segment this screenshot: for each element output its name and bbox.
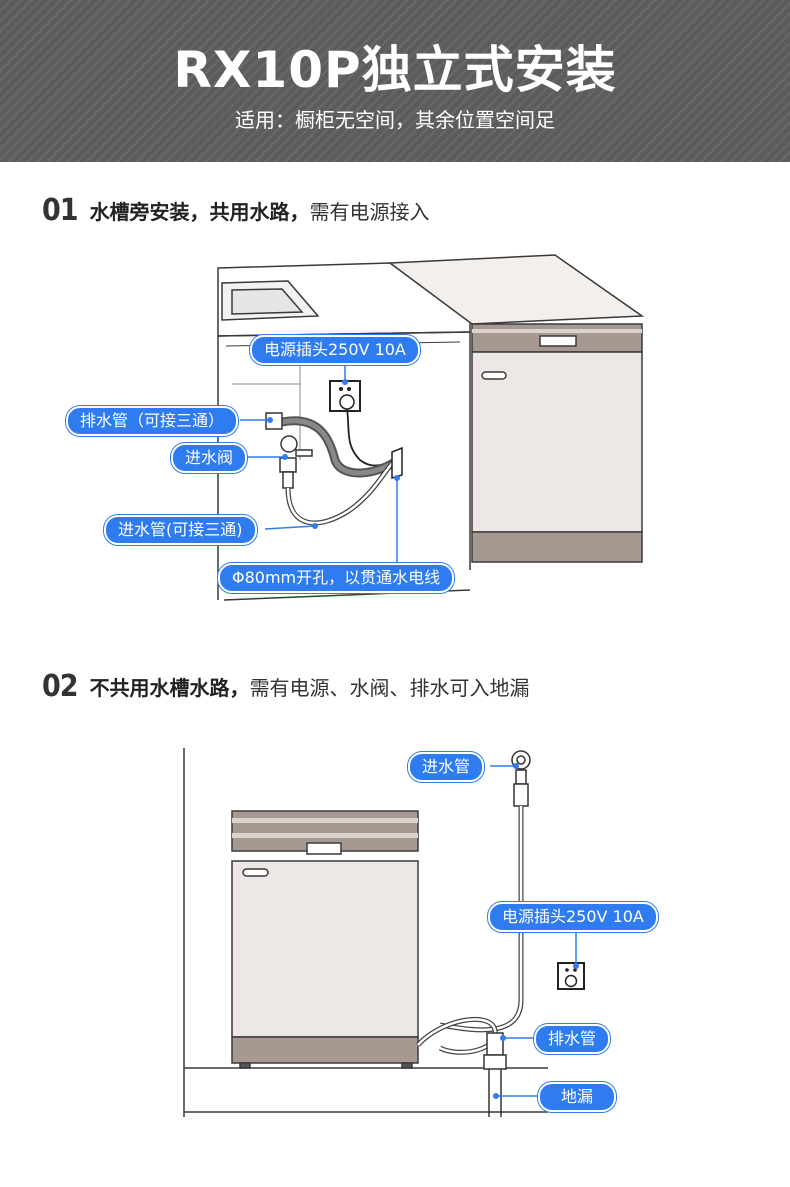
- leader-dot: [267, 417, 273, 423]
- header-banner: RX10P独立式安装 适用：橱柜无空间，其余位置空间足: [0, 0, 790, 162]
- step1-bold-text: 水槽旁安装，共用水路，: [89, 199, 310, 224]
- diagram1-socket: [329, 380, 401, 467]
- diagram2-socket: [557, 962, 585, 990]
- diagram1-hole: [391, 446, 403, 480]
- label-inlet-pipe-2: 进水管: [408, 752, 485, 782]
- diagram2-leader-lines: [490, 765, 577, 1097]
- label-power-plug-1: 电源插头250V 10A: [250, 335, 420, 365]
- diagram1-leader-lines: [240, 362, 398, 565]
- step2-heading: 02 不共用水槽水路， 需有电源、水阀、排水可入地漏: [42, 666, 530, 706]
- leader-dot: [312, 523, 318, 529]
- leader-dot: [573, 963, 579, 969]
- leader-dot: [500, 1035, 506, 1041]
- label-drain-hose-1: 排水管（可接三通）: [66, 406, 239, 436]
- page-subtitle: 适用：橱柜无空间，其余位置空间足: [235, 108, 555, 132]
- step2-bold-text: 不共用水槽水路，: [89, 675, 250, 700]
- label-inlet-hose-1: 进水管(可接三通): [104, 515, 257, 545]
- diagram2-inlet-pipe: [439, 750, 531, 1033]
- step2-text: 需有电源、水阀、排水可入地漏: [249, 675, 530, 700]
- diagram1-valve: [279, 435, 397, 526]
- step1-number: 01: [42, 192, 79, 228]
- leader-dot: [513, 763, 519, 769]
- leader-dot: [342, 379, 348, 385]
- diagram1-cabinet: [217, 262, 471, 601]
- diagram2-dishwasher: [231, 810, 419, 1069]
- step1-text: 需有电源接入: [309, 199, 430, 224]
- step2-number: 02: [42, 668, 79, 704]
- page-title: RX10P独立式安装: [173, 41, 617, 99]
- label-power-plug-2: 电源插头250V 10A: [488, 902, 658, 932]
- label-floor-drain-2: 地漏: [538, 1082, 616, 1112]
- diagram1-dishwasher: [387, 254, 645, 563]
- label-drain-hose-2: 排水管: [534, 1024, 611, 1054]
- step1-heading: 01 水槽旁安装，共用水路， 需有电源接入: [42, 190, 430, 230]
- leader-dot: [493, 1093, 499, 1099]
- leader-dot: [394, 475, 400, 481]
- diagram2-drain-hose: [416, 1016, 498, 1055]
- label-water-valve-1: 进水阀: [171, 443, 248, 473]
- diagram2-floor-drain-pipe: [483, 1032, 507, 1117]
- leader-dot: [282, 454, 288, 460]
- label-hole-1: Φ80mm开孔，以贯通水电线: [218, 563, 455, 593]
